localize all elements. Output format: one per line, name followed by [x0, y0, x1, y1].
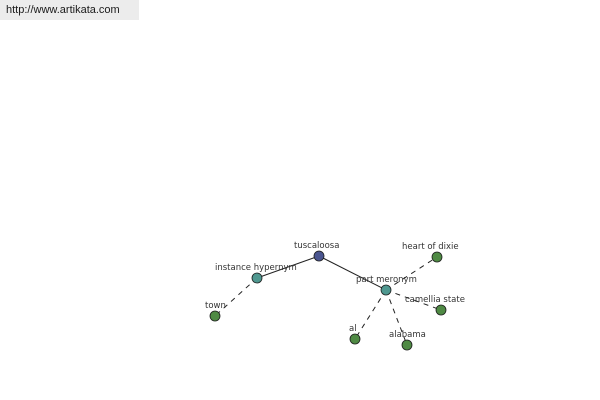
label-part-meronym: part meronym — [356, 275, 417, 285]
node-town[interactable] — [209, 310, 221, 322]
label-camellia-state: camellia state — [405, 295, 465, 305]
edge-tuscaloosa-instance-hypernym — [256, 255, 320, 279]
url-banner: http://www.artikata.com — [0, 0, 139, 20]
url-link[interactable]: http://www.artikata.com — [6, 4, 120, 16]
label-tuscaloosa: tuscaloosa — [294, 241, 339, 251]
node-alabama[interactable] — [401, 339, 413, 351]
label-town: town — [205, 301, 226, 311]
node-part-meronym[interactable] — [380, 284, 392, 296]
node-instance-hypernym[interactable] — [251, 272, 263, 284]
node-tuscaloosa[interactable] — [313, 250, 325, 262]
node-al[interactable] — [349, 333, 361, 345]
node-heart-of-dixie[interactable] — [431, 251, 443, 263]
label-alabama: alabama — [389, 330, 426, 340]
node-camellia-state[interactable] — [435, 304, 447, 316]
label-heart-of-dixie: heart of dixie — [402, 242, 459, 252]
label-instance-hypernym: instance hypernym — [215, 263, 297, 273]
edge-part-meronym-al — [354, 289, 387, 340]
graph-nodes — [209, 250, 447, 351]
edge-tuscaloosa-part-meronym — [318, 255, 387, 291]
graph-labels: tuscaloosa instance hypernym town part mero… — [205, 241, 465, 340]
graph-edges — [214, 255, 442, 346]
edge-part-meronym-heart-of-dixie — [385, 256, 438, 291]
label-al: al — [349, 324, 357, 334]
